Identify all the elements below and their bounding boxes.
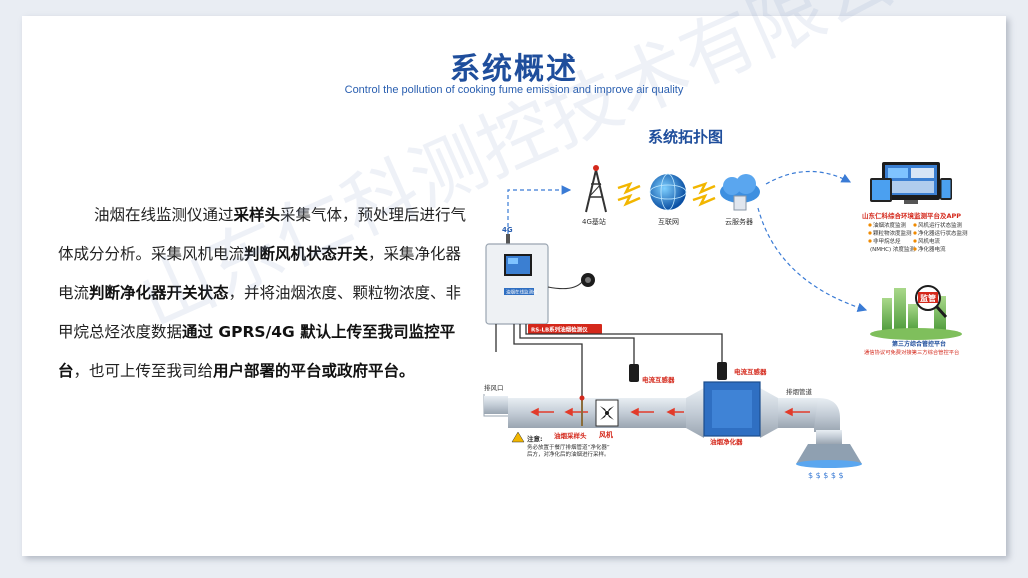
platform-feature: 油烟浓度监测	[873, 221, 907, 229]
cloud-server-icon	[720, 174, 760, 211]
device-model-label: RS-LB系列油烟检测仪	[531, 326, 588, 334]
current-transformer-icon	[629, 362, 727, 382]
text-run: 油烟在线监测仪通过	[94, 206, 234, 224]
platform-feature: 非甲烷总烃	[873, 237, 901, 245]
platform-feature: 净化器电流	[918, 245, 946, 253]
page-title: 系统概述	[450, 52, 578, 87]
cloud-to-govt-dashed-line	[757, 207, 868, 313]
text-run: 采集气体，预处理后进行气体成分分析。采集风机电流	[58, 206, 467, 263]
page-subtitle: Control the pollution of cooking fume em…	[344, 84, 684, 96]
warning-icon	[511, 431, 525, 443]
internet-globe-icon	[649, 173, 687, 211]
device-screen-label: 油烟在线监测仪	[506, 289, 538, 296]
tower-label: 4G基站	[582, 217, 606, 226]
signal-cables	[495, 324, 723, 398]
text-bold: 通过 GPRS/4G 默认上传至我司监控平台	[58, 323, 456, 380]
platform-feature: 风机运行状态监测	[918, 221, 963, 229]
note-line-2: 后方，对净化后的油烟进行采样。	[527, 450, 610, 458]
note-line-1: 务必放置于餐厅排烟管道“净化器”	[527, 443, 610, 451]
overview-paragraph: 油烟在线监测仪通过采样头采集气体，预处理后进行气体成分分析。采集风机电流判断风机…	[58, 196, 468, 391]
platform-feature: 颗粒物浓度监测	[873, 229, 912, 237]
sensor-icon	[547, 273, 595, 290]
platform-title: 山东仁科综合环境监测平台及APP	[862, 211, 961, 220]
drip-icons: $ $ $ $ $	[808, 471, 844, 480]
text-bold: 判断净化器开关状态	[89, 284, 229, 302]
third-party-title: 第三方综合管控平台	[891, 340, 946, 348]
ct-label-purifier: 电流互感器	[734, 367, 767, 376]
uplink-dashed-line	[507, 185, 572, 234]
flow-arrows	[530, 407, 810, 417]
text-bold: 采样头	[233, 206, 281, 224]
wireless-signal-icon	[692, 181, 716, 207]
purifier-box	[703, 381, 761, 437]
platform-feature: 风机电流	[918, 237, 941, 245]
city-regulator-icon	[870, 285, 962, 340]
text-bold: 用户部署的平台或政府平台。	[213, 362, 415, 380]
cloud-to-app-dashed-line	[765, 170, 852, 185]
probe-label: 油烟采样头	[554, 431, 587, 440]
fan-icon	[595, 399, 619, 427]
monitor-app-icon	[870, 162, 952, 204]
third-party-desc: 通信协议可免费对接第三方综合管控平台	[864, 348, 959, 356]
diagram-title: 系统拓扑图	[648, 128, 723, 146]
platform-feature: 净化器运行状态监测	[918, 229, 968, 237]
text-bold: 判断风机状态开关	[244, 245, 369, 263]
text-run: ，也可上传至我司给	[73, 362, 214, 380]
signal-label: 4G	[502, 226, 513, 234]
exhaust-outlet-label: 排风口	[484, 383, 504, 392]
platform-feature-list: 油烟浓度监测 风机运行状态监测 颗粒物浓度监测 净化器运行状态监测 非甲烷总烃 …	[868, 221, 968, 253]
text-run: ，采集净化器电流	[58, 245, 462, 302]
ct-label-fan: 电流互感器	[642, 375, 675, 384]
duct-label: 排烟管道	[786, 387, 813, 396]
fan-label: 风机	[599, 430, 613, 439]
text-run: ，并将油烟浓度、颗粒物浓度、非甲烷总烃浓度数据	[58, 284, 462, 341]
note-title: 注意:	[527, 434, 543, 443]
monitor-device	[485, 243, 549, 325]
internet-label: 互联网	[658, 217, 679, 226]
wireless-signal-icon	[617, 181, 641, 207]
system-topology-diagram: 系统拓扑图 4G基站 互联网 云服务器	[483, 128, 968, 480]
sampling-probe-icon	[579, 395, 585, 426]
device-model-tag	[528, 324, 602, 334]
platform-feature: (NMHC) 浓度监测	[870, 245, 915, 253]
purifier-label: 油烟净化器	[710, 437, 743, 446]
signal-antenna-icon	[506, 234, 510, 244]
cloud-label: 云服务器	[725, 217, 753, 226]
tower-icon	[585, 165, 607, 213]
regulator-badge: 监管	[920, 293, 936, 303]
